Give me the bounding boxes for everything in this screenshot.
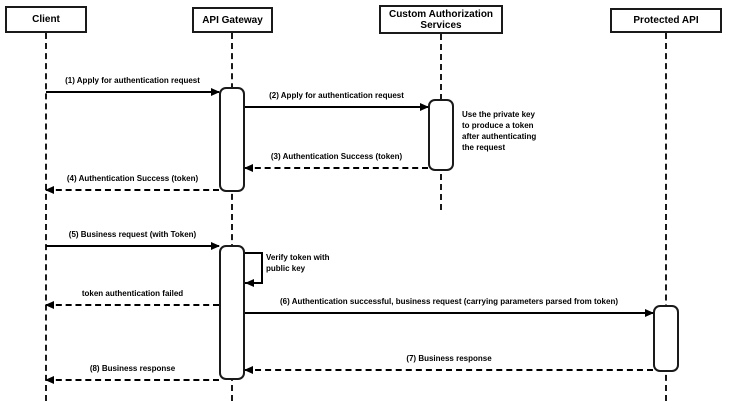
message-4-line bbox=[45, 186, 219, 194]
activation-protected-api bbox=[653, 305, 679, 372]
activation-custom-authorization-services bbox=[428, 99, 454, 171]
arrowhead-left-icon bbox=[244, 366, 253, 374]
message-token-failed-label: token authentication failed bbox=[81, 289, 184, 298]
actor-label-protected-api: Protected API bbox=[633, 15, 699, 26]
message-2-label: (2) Apply for authentication request bbox=[269, 91, 404, 100]
actor-box-client: Client bbox=[5, 6, 87, 33]
message-5-label: (5) Business request (with Token) bbox=[68, 230, 197, 239]
lifeline-api-gateway bbox=[231, 33, 233, 401]
message-6-line bbox=[245, 309, 654, 317]
actor-box-custom-authorization-services: Custom Authorization Services bbox=[379, 5, 503, 34]
activation-api-gateway-business bbox=[219, 245, 245, 380]
arrowhead-right-icon bbox=[645, 309, 654, 317]
message-8-label: (8) Business response bbox=[89, 364, 176, 373]
lifeline-client bbox=[45, 33, 47, 401]
message-1-label: (1) Apply for authentication request bbox=[65, 76, 200, 85]
message-4-label: (4) Authentication Success (token) bbox=[66, 174, 199, 183]
message-3-line bbox=[244, 164, 428, 172]
note-private-key: Use the private key to produce a token a… bbox=[462, 110, 537, 152]
actor-box-protected-api: Protected API bbox=[610, 8, 722, 33]
lifeline-protected-api bbox=[665, 33, 667, 401]
arrowhead-left-icon bbox=[45, 376, 54, 384]
message-1-line bbox=[46, 88, 220, 96]
message-token-failed-line bbox=[45, 301, 219, 309]
self-message-verify-token-label: Verify token with public key bbox=[266, 253, 330, 273]
message-2-line bbox=[245, 103, 429, 111]
message-5-line bbox=[46, 242, 220, 250]
activation-api-gateway-auth bbox=[219, 87, 245, 192]
message-3-label: (3) Authentication Success (token) bbox=[270, 152, 403, 161]
arrowhead-right-icon bbox=[211, 88, 220, 96]
message-8-line bbox=[45, 376, 219, 384]
arrowhead-right-icon bbox=[211, 242, 220, 250]
arrowhead-right-icon bbox=[420, 103, 429, 111]
message-7-line bbox=[244, 366, 653, 374]
actor-label-client: Client bbox=[32, 14, 60, 25]
arrowhead-left-icon bbox=[45, 186, 54, 194]
arrowhead-left-icon bbox=[245, 279, 254, 287]
actor-label-custom-authorization-services: Custom Authorization Services bbox=[388, 8, 494, 31]
actor-label-api-gateway: API Gateway bbox=[202, 14, 263, 26]
arrowhead-left-icon bbox=[45, 301, 54, 309]
message-6-label: (6) Authentication successful, business … bbox=[279, 297, 619, 306]
arrowhead-left-icon bbox=[244, 164, 253, 172]
self-message-verify-token-loop bbox=[245, 252, 263, 284]
actor-box-api-gateway: API Gateway bbox=[192, 7, 273, 33]
message-7-label: (7) Business response bbox=[406, 354, 492, 363]
